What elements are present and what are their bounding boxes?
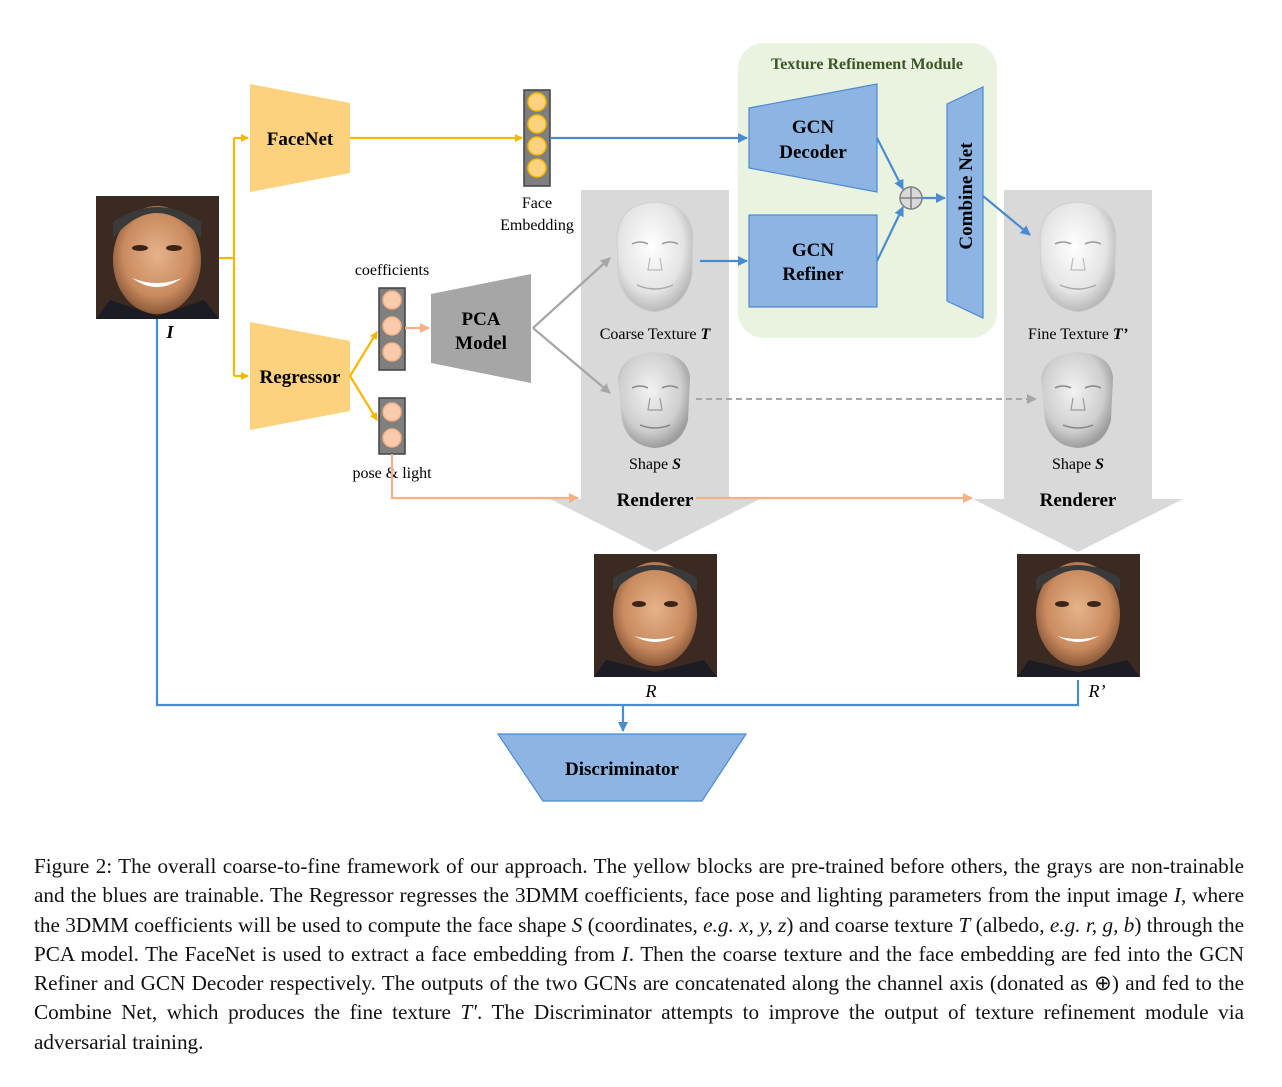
face-embedding-vector bbox=[523, 89, 551, 187]
arrow-refiner-to-concat bbox=[876, 206, 904, 262]
regressor-block bbox=[250, 322, 350, 430]
facenet-label: FaceNet bbox=[267, 129, 334, 150]
discriminator-label: Discriminator bbox=[565, 759, 680, 780]
framework-diagram: Texture Refinement Module I FaceNet Regr… bbox=[96, 43, 1183, 802]
pca-label-line1: PCA bbox=[461, 309, 500, 330]
fine-texture-face bbox=[1039, 201, 1117, 313]
pca-label-line2: Model bbox=[455, 333, 507, 354]
rendered-face-r-prime bbox=[1017, 554, 1140, 677]
face-embedding-label-line2: Embedding bbox=[500, 217, 574, 234]
input-symbol: I bbox=[165, 322, 174, 342]
coefficients-label: coefficients bbox=[355, 262, 429, 279]
arrow-pca-to-texture bbox=[532, 257, 611, 329]
render-symbol: R bbox=[645, 681, 657, 701]
figure-caption: Figure 2: The overall coarse-to-fine fra… bbox=[34, 854, 1245, 1054]
discriminator-block bbox=[496, 733, 748, 802]
pose-light-vector bbox=[378, 397, 406, 455]
pose-light-path bbox=[390, 454, 579, 503]
coarse-texture-face bbox=[616, 201, 694, 313]
fine-texture-label: Fine Texture T’ bbox=[1028, 326, 1128, 343]
render-prime-symbol: R’ bbox=[1088, 681, 1106, 701]
combine-net-block bbox=[946, 86, 984, 319]
combine-net-label: Combine Net bbox=[956, 142, 977, 250]
shape-face-left bbox=[618, 352, 690, 448]
module-title: Texture Refinement Module bbox=[771, 56, 963, 73]
input-to-discriminator-path bbox=[155, 319, 1080, 707]
gcn-decoder-block bbox=[748, 83, 878, 193]
gcn-refiner-label-line1: GCN bbox=[792, 240, 835, 261]
shape-right-label: Shape S bbox=[1052, 456, 1104, 473]
rendered-face-r bbox=[594, 554, 717, 677]
gcn-decoder-label-line1: GCN bbox=[792, 117, 835, 138]
renderer-right-label: Renderer bbox=[1040, 490, 1117, 511]
face-embedding-label-line1: Face bbox=[522, 195, 552, 212]
renderer-left-label: Renderer bbox=[617, 490, 694, 511]
coarse-texture-label: Coarse Texture T bbox=[600, 326, 712, 343]
gcn-refiner-label-line2: Refiner bbox=[782, 264, 844, 285]
regressor-label: Regressor bbox=[260, 367, 341, 388]
arrow-combine-to-fine bbox=[982, 195, 1031, 236]
arrow-decoder-to-concat bbox=[876, 137, 904, 190]
gcn-refiner-block bbox=[748, 214, 878, 308]
regressor-branch-up bbox=[349, 331, 378, 377]
pca-model-block bbox=[431, 274, 531, 383]
facenet-block bbox=[250, 84, 350, 192]
coefficients-vector bbox=[378, 287, 406, 371]
concat-icon bbox=[899, 186, 923, 210]
input-face-image bbox=[96, 196, 219, 319]
gcn-decoder-label-line2: Decoder bbox=[779, 142, 847, 163]
shape-face-right bbox=[1041, 352, 1113, 448]
shape-left-label: Shape S bbox=[629, 456, 681, 473]
regressor-branch-down bbox=[349, 375, 378, 421]
arrow-pca-to-shape bbox=[532, 327, 611, 394]
